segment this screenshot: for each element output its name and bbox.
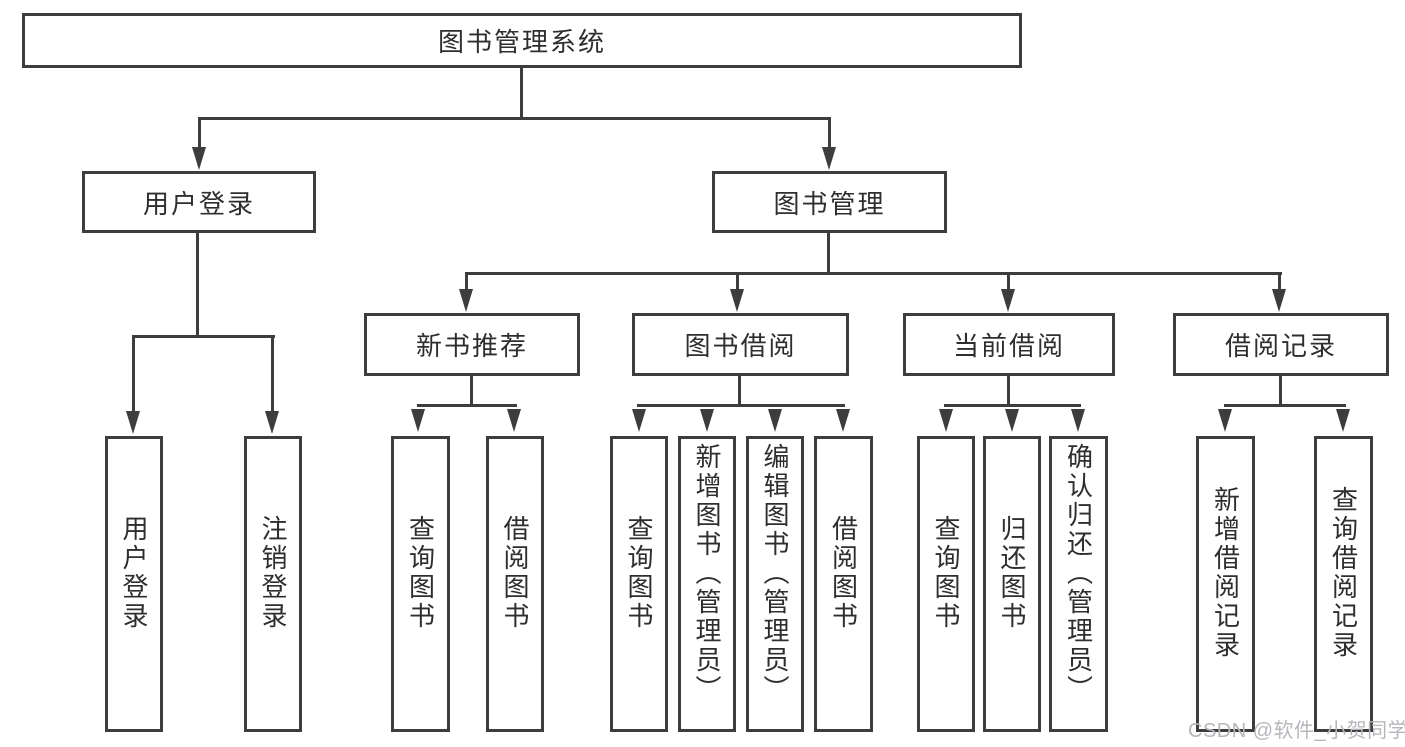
leaf-return-books: 归还图书 [983, 436, 1041, 732]
leaf-edit-books-admin: 编辑图书（管理员） [746, 436, 804, 732]
connector-current-borrow-bar [944, 404, 1081, 407]
arrowhead-logout [265, 411, 279, 434]
leaf-user-login: 用户登录 [105, 436, 163, 732]
node-current-borrow: 当前借阅 [903, 313, 1115, 376]
leaf-query-books-recommend: 查询图书 [391, 436, 450, 732]
connector-level2-bar [198, 117, 831, 120]
connector-drop-book-borrow [736, 272, 739, 292]
arrowhead-user-login [192, 147, 206, 170]
arrowhead-borrow-books-1 [507, 409, 521, 432]
leaf-query-books-current: 查询图书 [917, 436, 975, 732]
node-new-book-recommend: 新书推荐 [364, 313, 580, 376]
leaf-logout: 注销登录 [244, 436, 302, 732]
arrowhead-borrow-books-2 [836, 409, 850, 432]
arrowhead-add-books [700, 409, 714, 432]
connector-drop-book-management [828, 117, 831, 151]
connector-drop-current-borrow [1007, 272, 1010, 292]
connector-root-stem [520, 68, 523, 120]
connector-level3-bar [465, 272, 1282, 275]
arrowhead-login [126, 411, 140, 434]
arrowhead-book-management [822, 147, 836, 170]
arrowhead-current-borrow [1001, 289, 1015, 312]
node-book-management-system: 图书管理系统 [22, 13, 1022, 68]
arrowhead-add-borrow-record [1218, 409, 1232, 432]
arrowhead-confirm-return [1071, 409, 1085, 432]
csdn-watermark: CSDN @软件_小贺同学 [1188, 720, 1405, 742]
leaf-confirm-return-admin: 确认归还（管理员） [1049, 436, 1108, 732]
node-book-borrow: 图书借阅 [632, 313, 849, 376]
leaf-add-books-admin: 新增图书（管理员） [678, 436, 736, 732]
connector-borrow-records-stem [1279, 376, 1282, 407]
leaf-query-borrow-record: 查询借阅记录 [1314, 436, 1373, 732]
arrowhead-book-borrow [730, 289, 744, 312]
connector-book-borrow-stem [738, 376, 741, 407]
connector-user-login-bar [132, 335, 275, 338]
connector-drop-login [132, 335, 135, 414]
leaf-add-borrow-record: 新增借阅记录 [1196, 436, 1255, 732]
node-user-login: 用户登录 [82, 171, 316, 233]
arrowhead-edit-books [768, 409, 782, 432]
leaf-borrow-books: 借阅图书 [814, 436, 873, 732]
connector-drop-logout [271, 335, 274, 414]
connector-borrow-records-bar [1224, 404, 1346, 407]
node-borrow-records: 借阅记录 [1173, 313, 1389, 376]
connector-book-management-stem [827, 233, 830, 275]
connector-drop-borrow-records [1278, 272, 1281, 292]
arrowhead-query-books-2 [632, 409, 646, 432]
connector-current-borrow-stem [1007, 376, 1010, 407]
connector-new-books-stem [470, 376, 473, 407]
arrowhead-new-books [459, 289, 473, 312]
connector-book-borrow-bar [637, 404, 845, 407]
connector-drop-user-login [198, 117, 201, 151]
arrowhead-query-books-1 [411, 409, 425, 432]
connector-user-login-stem [196, 233, 199, 338]
arrowhead-query-books-3 [939, 409, 953, 432]
arrowhead-query-borrow-record [1336, 409, 1350, 432]
node-book-management: 图书管理 [712, 171, 947, 233]
arrowhead-borrow-records [1272, 289, 1286, 312]
connector-drop-new-books [465, 272, 468, 292]
leaf-borrow-books-recommend: 借阅图书 [486, 436, 544, 732]
leaf-query-books-borrow: 查询图书 [610, 436, 668, 732]
arrowhead-return-books [1005, 409, 1019, 432]
connector-new-books-bar [417, 404, 517, 407]
